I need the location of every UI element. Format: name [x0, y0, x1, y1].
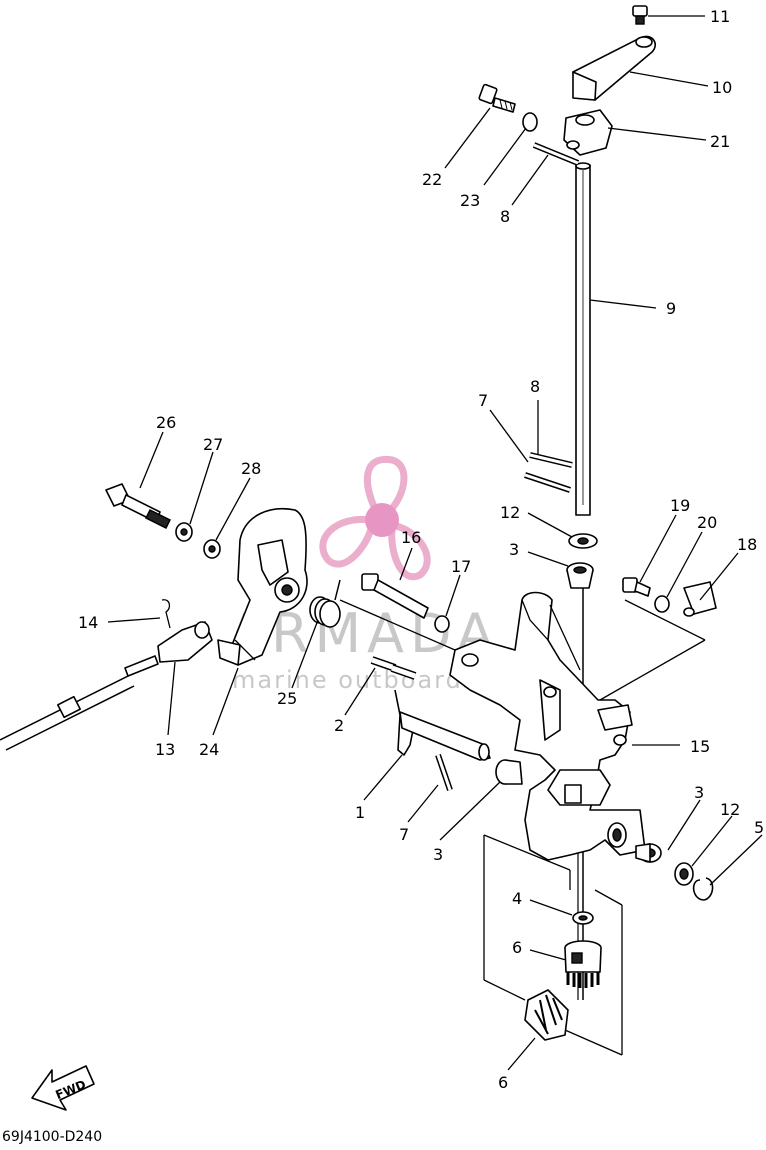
callout-12-lower: 12 — [720, 800, 740, 819]
callout-5: 5 — [754, 818, 764, 837]
callout-6-lower: 6 — [498, 1073, 508, 1092]
pin-mid — [524, 452, 573, 493]
grease-nipple — [632, 5, 648, 25]
callout-4: 4 — [512, 889, 522, 908]
washer-17 — [434, 615, 450, 633]
assembly-lines — [234, 599, 706, 1056]
callout-21: 21 — [710, 132, 730, 151]
pin-upper — [532, 142, 580, 166]
callout-15: 15 — [690, 737, 710, 756]
clip-14 — [161, 599, 171, 629]
callout-3-upper: 3 — [509, 540, 519, 559]
callout-2: 2 — [334, 716, 344, 735]
callout-20: 20 — [697, 513, 717, 532]
washer-23 — [522, 112, 538, 132]
fwd-arrow-icon: FWD — [31, 1065, 95, 1111]
callout-28: 28 — [241, 459, 261, 478]
gear-6-upper — [564, 940, 602, 988]
watermark-tagline: marine outboards — [232, 666, 477, 694]
callout-27: 27 — [203, 435, 223, 454]
shift-lever-24 — [217, 508, 308, 666]
pin-7-lower — [435, 754, 453, 791]
callout-24: 24 — [199, 740, 219, 759]
callout-10: 10 — [712, 78, 732, 97]
callout-1: 1 — [355, 803, 365, 822]
circlip-5 — [692, 877, 714, 901]
callout-7-upper: 7 — [478, 391, 488, 410]
leader-lines — [107, 15, 763, 1071]
callout-3-right: 3 — [694, 783, 704, 802]
callout-19: 19 — [670, 496, 690, 515]
callout-22: 22 — [422, 170, 442, 189]
shift-bracket-15 — [449, 591, 646, 861]
callout-6-upper: 6 — [512, 938, 522, 957]
bolt-22 — [478, 83, 516, 113]
shift-lever-arm — [572, 35, 656, 101]
callout-18: 18 — [737, 535, 757, 554]
callout-11: 11 — [710, 7, 730, 26]
gear-6-lower — [524, 989, 569, 1041]
spring-25 — [309, 579, 341, 628]
bolt-26 — [105, 483, 171, 529]
shift-cable — [0, 655, 159, 751]
collar-3-upper — [566, 562, 594, 589]
callout-9: 9 — [666, 299, 676, 318]
watermark-logo — [319, 455, 431, 581]
callout-14: 14 — [78, 613, 98, 632]
callout-3-left: 3 — [433, 845, 443, 864]
cable-joint-13 — [157, 621, 213, 663]
diagram-code: 69J4100-D240 — [2, 1129, 102, 1145]
pins-2 — [370, 656, 417, 680]
callout-12-upper: 12 — [500, 503, 520, 522]
bolt-19 — [622, 577, 651, 597]
callout-25: 25 — [277, 689, 297, 708]
collar-3-right — [635, 843, 662, 863]
callout-7-lower: 7 — [399, 825, 409, 844]
collar-3-left — [495, 759, 523, 785]
shift-link-1 — [394, 689, 491, 761]
callout-13: 13 — [155, 740, 175, 759]
callout-8-upper: 8 — [500, 207, 510, 226]
callout-labels: 11 10 21 22 23 8 9 7 8 26 27 28 12 3 19 … — [78, 7, 764, 1092]
washer-20 — [654, 595, 670, 613]
callout-17: 17 — [451, 557, 471, 576]
callout-23: 23 — [460, 191, 480, 210]
bolt-16 — [361, 573, 429, 619]
callout-26: 26 — [156, 413, 176, 432]
callout-16: 16 — [401, 528, 421, 547]
lever-bracket — [563, 109, 613, 156]
shift-shaft — [575, 162, 591, 516]
callout-8-mid: 8 — [530, 377, 540, 396]
